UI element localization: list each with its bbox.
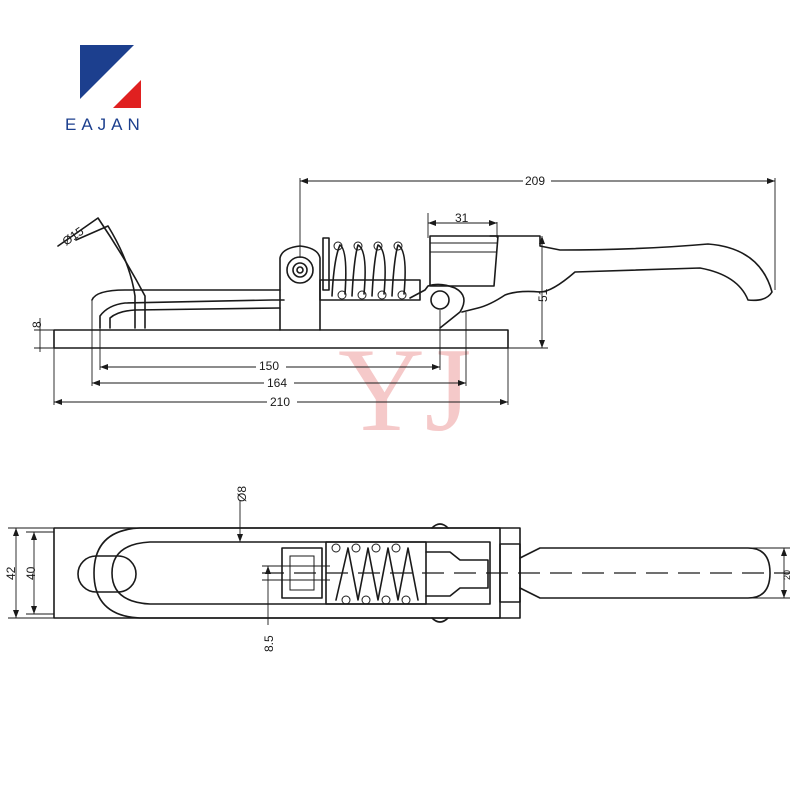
pivot-ring-outer [286, 256, 314, 284]
hook-pin [430, 290, 450, 310]
dim-d15-label: Ø15 [60, 224, 87, 249]
logo-red-triangle [113, 80, 141, 108]
dim-150-label: 150 [259, 359, 279, 373]
pivot-ring-inner [292, 262, 308, 278]
dim-31-label: 31 [455, 211, 469, 225]
dim-8: 8 [30, 318, 56, 352]
dim-51: 51 [508, 236, 550, 349]
dim-40-label: 40 [24, 566, 38, 580]
logo-white-stripe [80, 45, 141, 106]
pivot-pin [296, 266, 304, 274]
logo-wordmark: EAJAN [65, 115, 145, 134]
top-view: 42 40 Ø8 8.5 20 [4, 486, 792, 652]
left-handle-outer [57, 217, 146, 329]
dim-51-label: 51 [536, 288, 550, 302]
top-handle-stub [77, 555, 137, 593]
top-spring [331, 543, 419, 605]
side-view: 209 31 51 8 Ø15 [30, 173, 776, 409]
dim-164: 164 [91, 300, 467, 390]
dim-8-label: 8 [30, 321, 44, 328]
top-bolt-upper [431, 523, 449, 529]
compression-spring [331, 241, 407, 300]
dim-31: 31 [427, 211, 498, 238]
top-frame-inner [111, 541, 491, 605]
dim-209: 209 [299, 173, 776, 290]
lever-arm [461, 235, 773, 313]
spring-housing [319, 279, 421, 301]
dim-8-5-label: 8.5 [262, 635, 276, 652]
left-handle-end [91, 289, 281, 301]
dim-150: 150 [99, 310, 441, 373]
pivot-bracket [279, 245, 321, 331]
dim-164-label: 164 [267, 376, 287, 390]
top-bolt-lower [431, 617, 449, 623]
dim-42: 42 [4, 527, 54, 619]
eajan-logo: EAJAN [65, 45, 145, 134]
left-handle-inner [75, 225, 136, 329]
base-plate [53, 329, 509, 349]
dim-40: 40 [24, 531, 54, 615]
dim-d8: Ø8 [235, 486, 249, 542]
dim-20-label: 20 [782, 570, 792, 580]
spring-stop [322, 237, 330, 291]
dim-8-5: 8.5 [262, 566, 276, 652]
dim-42-label: 42 [4, 566, 18, 580]
dim-20: 20 [748, 547, 792, 599]
dim-210-label: 210 [270, 395, 290, 409]
lever-block [429, 235, 499, 287]
dim-210: 210 [53, 348, 509, 409]
dim-209-label: 209 [525, 174, 545, 188]
dim-d8-label: Ø8 [235, 486, 249, 502]
watermark-yj: YJ [338, 323, 471, 456]
top-frame-outer [93, 527, 501, 619]
support-bar [99, 299, 285, 329]
top-hook-plate [425, 551, 489, 597]
